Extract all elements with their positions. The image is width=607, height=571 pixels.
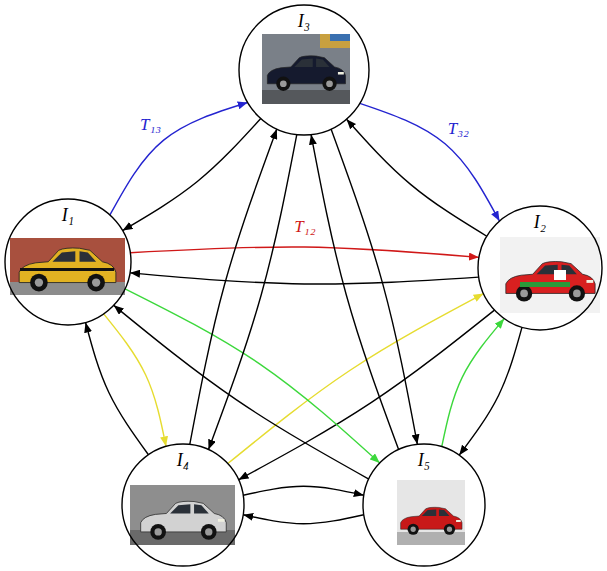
transform-arrow xyxy=(442,319,504,447)
transform-arrow xyxy=(243,515,364,524)
transform-arrow xyxy=(130,273,479,284)
node-label: I₄ xyxy=(177,450,189,470)
transform-arrow xyxy=(243,486,364,495)
image-node: I₄ xyxy=(121,443,245,567)
transform-arrow xyxy=(239,310,495,480)
transform-arrow xyxy=(130,247,479,257)
node-label: I₁ xyxy=(62,205,74,225)
car-photo xyxy=(500,237,600,313)
node-outline xyxy=(363,444,485,566)
transform-arrow xyxy=(360,103,500,221)
car-photo xyxy=(10,238,125,295)
car-photo xyxy=(397,480,465,545)
node-outline xyxy=(5,199,131,325)
node-outline xyxy=(239,5,369,135)
car-photo xyxy=(130,485,235,545)
transform-arrow xyxy=(209,135,297,450)
image-node: I₅ xyxy=(362,443,486,567)
transform-arrow xyxy=(110,102,248,214)
transform-arrow xyxy=(86,323,149,455)
node-label: I₅ xyxy=(418,450,430,470)
transform-label: T₁₂ xyxy=(292,217,317,236)
transform-label: T₁₃ xyxy=(138,115,163,134)
node-outline xyxy=(122,444,244,566)
transform-arrow xyxy=(228,294,484,464)
transform-arrow xyxy=(311,135,399,450)
image-node: I₃ xyxy=(238,4,370,136)
transform-arrow xyxy=(459,327,522,455)
transform-arrow xyxy=(347,119,487,236)
node-outline xyxy=(478,206,602,330)
transform-arrow xyxy=(190,129,277,444)
transform-arrow xyxy=(125,289,380,463)
transform-arrow xyxy=(123,119,261,231)
transform-label: T₃₂ xyxy=(446,119,471,138)
car-photo xyxy=(262,34,350,104)
node-label: I₃ xyxy=(298,11,310,31)
image-node: I₂ xyxy=(477,205,603,331)
transform-arrow xyxy=(104,314,166,446)
node-label: I₂ xyxy=(534,212,546,232)
image-node: I₁ xyxy=(4,198,132,326)
